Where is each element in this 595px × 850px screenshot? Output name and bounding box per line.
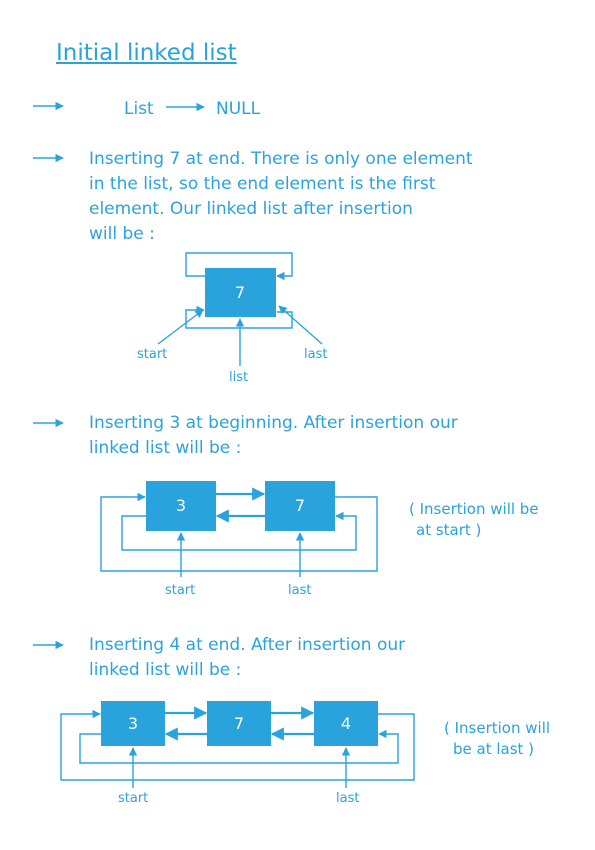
node-box	[101, 701, 165, 746]
section2-line-1: Inserting 7 at end. There is only one el…	[89, 149, 473, 169]
node-value: 3	[128, 714, 138, 733]
node-value: 7	[295, 496, 305, 515]
node-value: 3	[176, 496, 186, 515]
section4-note-line-1: ( Insertion will	[444, 719, 551, 737]
section3-start-label: start	[165, 583, 196, 598]
start-pointer	[157, 309, 204, 345]
section2-last-label: last	[304, 347, 328, 362]
node-value: 4	[341, 714, 351, 733]
node-box	[146, 481, 216, 531]
node-box	[205, 268, 276, 317]
inner-loop	[121, 511, 357, 551]
section2-list-label: list	[229, 370, 249, 385]
section2-line-2: in the list, so the end element is the f…	[89, 174, 436, 194]
section2-line-3: element. Our linked list after insertion	[89, 199, 413, 219]
self-loop-top	[185, 252, 293, 281]
section4-line-1: Inserting 4 at end. After insertion our	[89, 635, 406, 655]
section4-line-2: linked list will be :	[89, 660, 242, 680]
inner-loop	[79, 729, 399, 764]
list-label: List	[124, 99, 154, 119]
page-title: Initial linked list	[56, 40, 237, 66]
last-pointer	[278, 305, 323, 345]
self-loop-bottom	[185, 305, 293, 329]
node-box	[314, 701, 378, 746]
node-value: 7	[234, 714, 244, 733]
node-box	[265, 481, 335, 531]
node-value: 7	[235, 283, 245, 302]
null-label: NULL	[216, 99, 261, 119]
section3-note-line-1: ( Insertion will be	[409, 500, 539, 518]
section3-last-label: last	[288, 583, 312, 598]
section3-line-1: Inserting 3 at beginning. After insertio…	[89, 413, 458, 433]
section2-start-label: start	[137, 347, 168, 362]
section4-start-label: start	[118, 791, 149, 806]
section3-line-2: linked list will be :	[89, 438, 242, 458]
section3-note-line-2: at start )	[416, 521, 482, 539]
outer-loop	[60, 709, 415, 781]
section2-line-4: will be :	[89, 224, 155, 244]
node-box	[207, 701, 271, 746]
outer-loop	[100, 492, 378, 572]
section4-note-line-2: be at last )	[453, 740, 535, 758]
section4-last-label: last	[336, 791, 360, 806]
